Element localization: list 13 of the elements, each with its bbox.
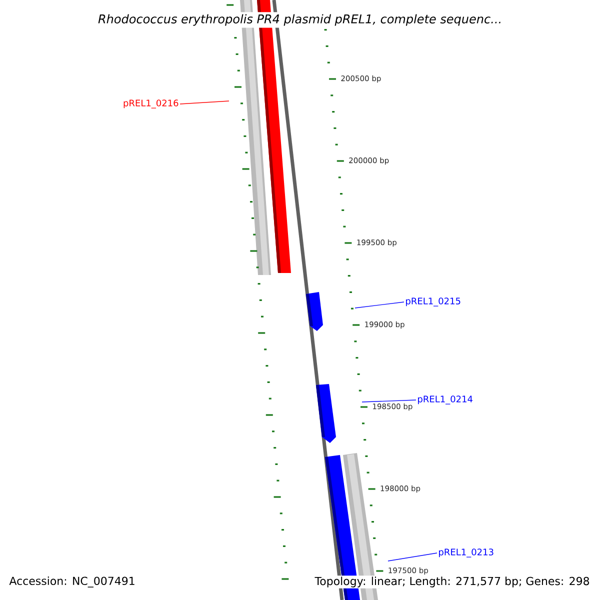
- accession-text: Accession: NC_007491: [9, 576, 134, 588]
- leader-line: [388, 552, 438, 562]
- title: Rhodococcus erythropolis PR4 plasmid pREL1, complete sequenc...: [96, 12, 504, 28]
- gene-bar: [316, 384, 336, 443]
- gene-bar: [306, 292, 323, 331]
- gene-label: pREL1_0215: [406, 298, 460, 306]
- leader-line: [180, 100, 230, 104]
- leader-line: [354, 302, 404, 308]
- gene-label: pREL1_0213: [439, 548, 494, 558]
- gene-label: pREL1_0214: [418, 396, 472, 404]
- leader-line: [362, 400, 416, 402]
- gene-label: pREL1_0216: [124, 100, 178, 108]
- summary-text: Topology: linear; Length: 271,577 bp; Genes: 298: [314, 576, 591, 588]
